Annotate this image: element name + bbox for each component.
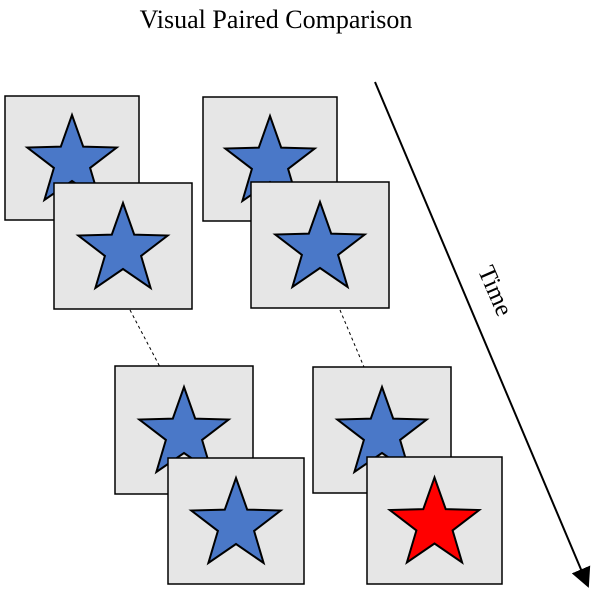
blue-star-icon — [188, 475, 284, 566]
time-axis-label: Time — [472, 262, 517, 320]
connector-lines — [129, 309, 365, 368]
stimulus-panel-trial-2-familiarization-front — [250, 181, 390, 309]
connector-right — [339, 309, 365, 368]
blue-star-icon — [136, 384, 232, 475]
panels-layer — [4, 95, 503, 585]
diagram-title: Visual Paired Comparison — [140, 5, 413, 34]
stimulus-panel-trial-1-familiarization-front — [53, 182, 193, 310]
stimulus-panel-trial-1-test-front — [167, 457, 305, 585]
blue-star-icon — [24, 112, 120, 203]
stimulus-panel-trial-2-test-front — [366, 456, 503, 585]
blue-star-icon — [75, 200, 171, 291]
time-arrow — [374, 81, 591, 588]
connector-left — [129, 309, 161, 368]
blue-star-icon — [272, 199, 368, 290]
blue-star-icon — [334, 384, 430, 475]
red-star-icon — [386, 474, 483, 565]
